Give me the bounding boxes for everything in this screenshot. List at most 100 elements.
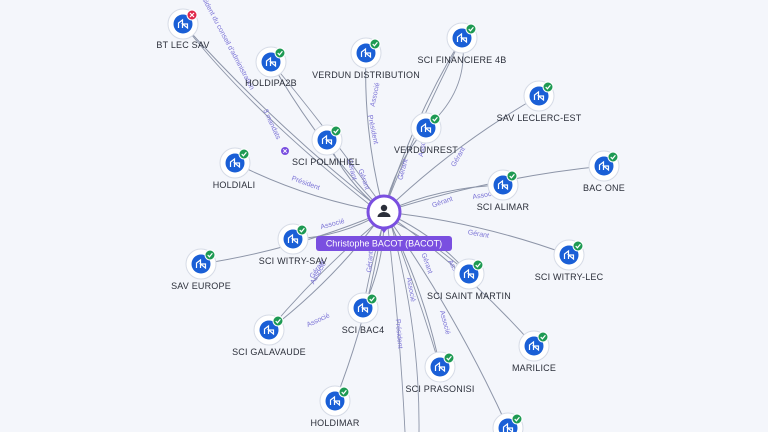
company-label: VERDUNREST	[394, 145, 458, 155]
edge-extra	[182, 23, 371, 206]
check-badge-icon	[429, 113, 441, 125]
company-label: MARILICE	[512, 363, 556, 373]
check-mark	[468, 26, 474, 32]
edge-label: Président	[394, 319, 404, 349]
close-small-icon[interactable]	[281, 147, 289, 155]
building-glyph	[463, 268, 475, 280]
company-node-verdunrest[interactable]: VERDUNREST	[394, 112, 458, 155]
check-mark	[333, 128, 339, 134]
check-mark	[545, 84, 551, 90]
company-label: SCI SAINT MARTIN	[427, 291, 511, 301]
check-badge-icon	[607, 151, 619, 163]
company-node-sciwitrysav[interactable]: SCI WITRY-SAV	[259, 223, 327, 266]
company-label: HOLDIALI	[213, 180, 256, 190]
building-glyph	[502, 422, 514, 432]
edge-scigalavaude	[268, 211, 385, 331]
check-badge-icon	[274, 47, 286, 59]
company-node-sciprasonisi[interactable]: SCI PRASONISI	[405, 351, 474, 394]
check-badge-icon	[272, 315, 284, 327]
check-mark	[299, 227, 305, 233]
check-mark	[432, 116, 438, 122]
check-badge-icon	[465, 23, 477, 35]
check-badge-icon	[572, 240, 584, 252]
close-mark	[189, 12, 195, 18]
building-glyph	[563, 249, 575, 261]
edge-label: Gérant	[467, 229, 489, 240]
check-badge-icon	[511, 413, 523, 425]
edge-label: Gérant	[356, 168, 370, 191]
building-glyph	[229, 157, 241, 169]
company-node-scibac4[interactable]: SCI BAC4	[342, 292, 385, 335]
building-glyph	[533, 90, 545, 102]
edge-label: Associé	[472, 190, 497, 201]
person-name: Christophe BACOT (BACOT)	[326, 239, 442, 249]
person-name-badge	[316, 236, 452, 251]
company-node-marilice[interactable]: MARILICE	[512, 330, 556, 373]
building-glyph	[357, 302, 369, 314]
building-glyph	[287, 233, 299, 245]
edge-sciwitrylec	[383, 211, 570, 256]
company-node-scipolmihiel[interactable]: SCI POLMIHIEL	[292, 124, 360, 167]
edge-label: Associé	[418, 132, 429, 157]
company-node-scialimar[interactable]: SCI ALIMAR	[477, 169, 530, 212]
company-label: SCI POLMIHIEL	[292, 157, 360, 167]
company-node-bacone[interactable]: BAC ONE	[583, 150, 625, 193]
company-label: SCI GALAVAUDE	[232, 347, 306, 357]
edge-btlecsav	[182, 23, 385, 213]
check-badge-icon	[330, 125, 342, 137]
company-label: SAV EUROPE	[171, 281, 231, 291]
company-node-holdipa2b[interactable]: HOLDIPA2B	[245, 46, 297, 88]
company-node-saveurope[interactable]: SAV EUROPE	[171, 248, 231, 291]
person-pin-tip	[380, 228, 388, 233]
check-mark	[341, 389, 347, 395]
check-badge-icon	[338, 386, 350, 398]
company-label: SAV LECLERC-EST	[497, 113, 582, 123]
check-mark	[446, 355, 452, 361]
check-mark	[372, 41, 378, 47]
check-badge-icon	[296, 224, 308, 236]
check-mark	[514, 416, 520, 422]
edge-extra	[387, 227, 406, 432]
building-glyph	[420, 122, 432, 134]
building-glyph	[177, 18, 189, 30]
company-label: SCI WITRY-LEC	[535, 272, 604, 282]
edge-holdiali	[234, 162, 385, 213]
edge-label: Associé	[405, 277, 416, 302]
company-node-scisaintmartin[interactable]: SCI SAINT MARTIN	[427, 258, 511, 301]
company-node-btlecsav[interactable]: BT LEC SAV	[156, 8, 209, 50]
building-glyph	[528, 340, 540, 352]
check-mark	[475, 262, 481, 268]
company-node-holdimar[interactable]: HOLDIMAR	[310, 385, 360, 428]
edge-label: Associé	[320, 218, 346, 231]
check-mark	[610, 154, 616, 160]
company-node-scifinanciere4b[interactable]: SCI FINANCIERE 4B	[418, 22, 507, 65]
company-node-holdiali[interactable]: HOLDIALI	[213, 147, 256, 190]
edge-label: 3 mandats	[261, 108, 281, 141]
edge-label: Président	[290, 175, 320, 192]
check-badge-icon	[204, 249, 216, 261]
check-mark	[275, 318, 281, 324]
edge-extra	[391, 227, 420, 432]
edge-verdundistribution	[365, 52, 385, 213]
company-label: VERDUN DISTRIBUTION	[312, 70, 420, 80]
company-label: BT LEC SAV	[156, 40, 209, 50]
check-mark	[509, 173, 515, 179]
company-label: HOLDIMAR	[310, 418, 359, 428]
check-mark	[277, 50, 283, 56]
person-node[interactable]: Christophe BACOT (BACOT)	[316, 194, 452, 251]
edge-label: Gérant	[397, 158, 409, 181]
building-glyph	[329, 395, 341, 407]
building-glyph	[497, 179, 509, 191]
check-badge-icon	[443, 352, 455, 364]
person-node-ring	[366, 194, 402, 230]
company-node-offscreen1[interactable]	[492, 412, 524, 432]
company-label: SCI BAC4	[342, 325, 385, 335]
company-node-sciwitrylec[interactable]: SCI WITRY-LEC	[535, 239, 604, 282]
edge-label: Associé	[306, 312, 331, 329]
company-node-savleclercest[interactable]: SAV LECLERC-EST	[497, 80, 582, 123]
company-node-verdundistribution[interactable]: VERDUN DISTRIBUTION	[312, 37, 420, 80]
check-badge-icon	[238, 148, 250, 160]
company-node-scigalavaude[interactable]: SCI GALAVAUDE	[232, 314, 306, 357]
building-glyph	[360, 47, 372, 59]
